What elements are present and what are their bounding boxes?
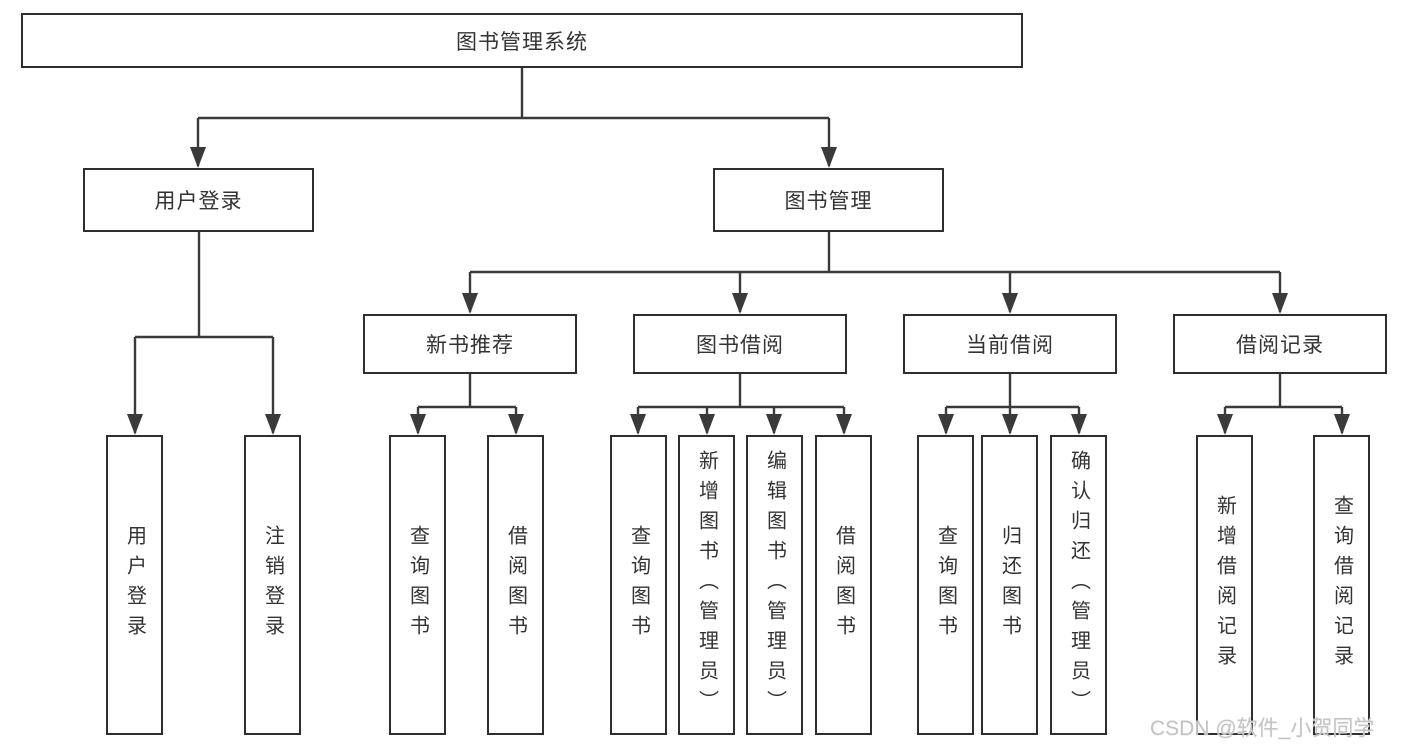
node-book-borrow-label: 图书借阅 (696, 334, 784, 357)
node-user-login-label: 用户登录 (154, 190, 243, 213)
leaf-query-books-current: 查询图书 (917, 435, 974, 735)
leaf-confirm-return-admin: 确认归还（管理员） (1050, 435, 1107, 735)
leaf-user-login-label: 用户登录 (123, 525, 146, 645)
node-borrow-records-label: 借阅记录 (1236, 334, 1324, 357)
leaf-add-books-admin-label: 新增图书（管理员） (695, 450, 718, 720)
leaf-query-books-borrow: 查询图书 (610, 435, 667, 735)
leaf-return-books: 归还图书 (981, 435, 1038, 735)
leaf-query-borrow-record: 查询借阅记录 (1313, 435, 1370, 735)
leaf-user-login: 用户登录 (106, 435, 163, 735)
leaf-confirm-return-admin-label: 确认归还（管理员） (1067, 450, 1090, 720)
leaf-borrow-books-recommend-label: 借阅图书 (504, 525, 527, 645)
node-root-system: 图书管理系统 (21, 13, 1023, 68)
leaf-edit-books-admin: 编辑图书（管理员） (746, 435, 803, 735)
node-new-book-recommend-label: 新书推荐 (426, 334, 514, 357)
node-current-borrow-label: 当前借阅 (966, 334, 1054, 357)
leaf-add-borrow-record: 新增借阅记录 (1196, 435, 1253, 735)
node-user-login: 用户登录 (83, 168, 314, 232)
leaf-add-books-admin: 新增图书（管理员） (678, 435, 735, 735)
node-current-borrow: 当前借阅 (903, 314, 1117, 374)
leaf-borrow-books-recommend: 借阅图书 (487, 435, 544, 735)
leaf-logout-label: 注销登录 (261, 525, 284, 645)
leaf-query-books-current-label: 查询图书 (934, 525, 957, 645)
leaf-borrow-books-label: 借阅图书 (832, 525, 855, 645)
node-book-management: 图书管理 (713, 168, 944, 232)
node-new-book-recommend: 新书推荐 (363, 314, 577, 374)
leaf-logout: 注销登录 (244, 435, 301, 735)
leaf-query-borrow-record-label: 查询借阅记录 (1330, 495, 1353, 675)
leaf-borrow-books: 借阅图书 (815, 435, 872, 735)
leaf-query-books-borrow-label: 查询图书 (627, 525, 650, 645)
leaf-add-borrow-record-label: 新增借阅记录 (1213, 495, 1236, 675)
leaf-query-books-recommend-label: 查询图书 (406, 525, 429, 645)
leaf-edit-books-admin-label: 编辑图书（管理员） (763, 450, 786, 720)
node-book-management-label: 图书管理 (784, 190, 873, 213)
node-book-borrow: 图书借阅 (633, 314, 847, 374)
csdn-watermark: CSDN @软件_小贺同学 (1150, 717, 1375, 740)
node-root-system-label: 图书管理系统 (456, 30, 588, 54)
node-borrow-records: 借阅记录 (1173, 314, 1387, 374)
leaf-query-books-recommend: 查询图书 (389, 435, 446, 735)
leaf-return-books-label: 归还图书 (998, 525, 1021, 645)
